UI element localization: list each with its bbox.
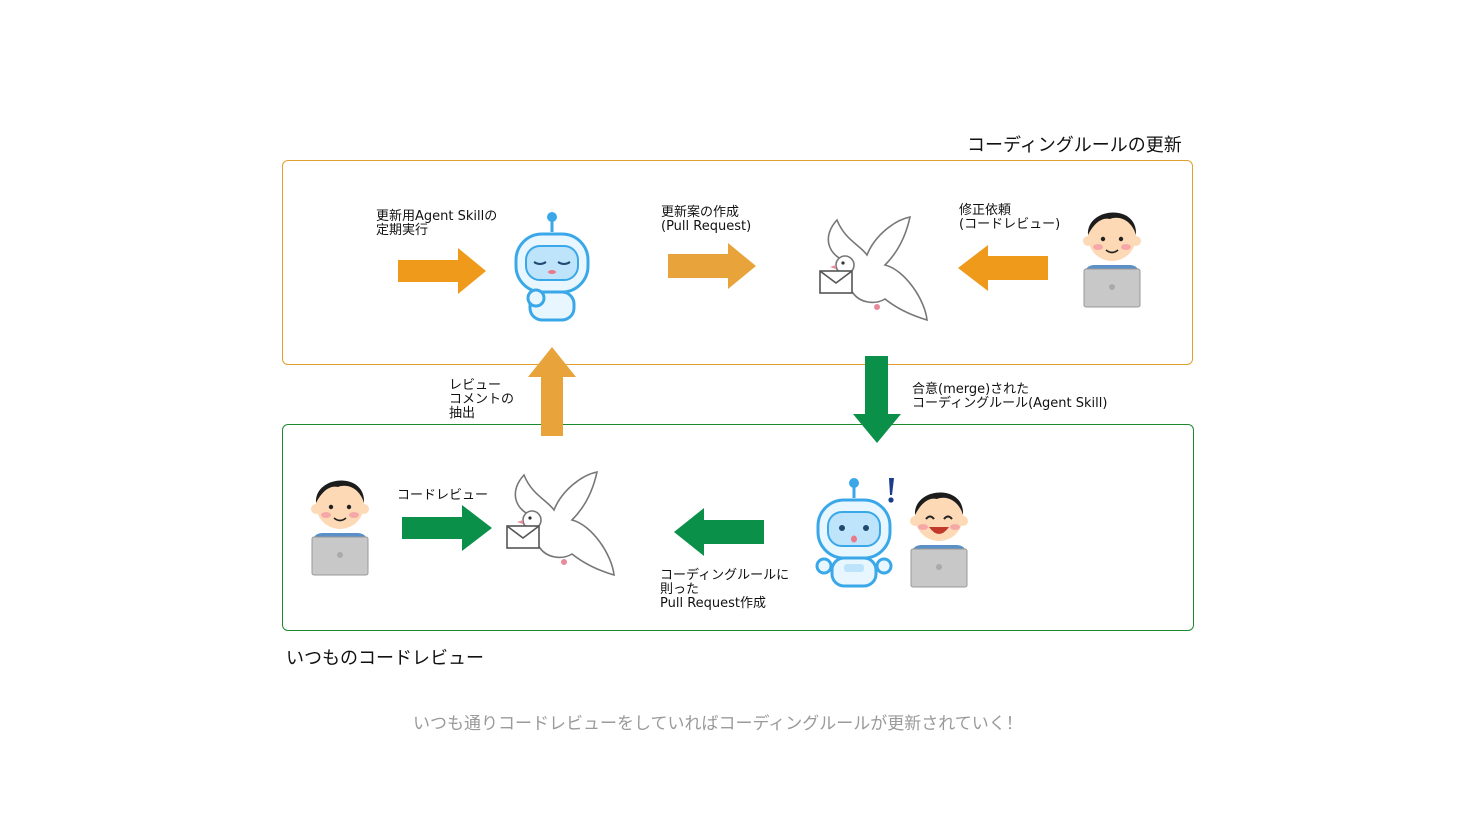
arrow-right-review [402,505,492,551]
code-review-label: コードレビュー [397,488,489,503]
dove-letter-icon-bottom [506,470,615,577]
extract-label: レビュー コメントの 抽出 [449,378,515,421]
person-laptop-icon [1083,212,1141,308]
pr-create-label: コーディングルールに 則った Pull Request作成 [660,568,790,611]
arrow-down-merge [853,356,901,443]
arrow-right-trigger [398,248,486,294]
arrow-left-request [958,245,1048,291]
pr-creation-label: 更新案の作成 (Pull Request) [661,205,752,234]
robot-sleeping-icon [514,212,590,322]
merged-rule-label: 合意(merge)された コーディングルール(Agent Skill) [912,382,1108,411]
person-laptop-icon-bottom [311,480,369,576]
footer-caption: いつも通りコードレビューをしていればコーディングルールが更新されていく！ [413,714,1023,734]
dove-letter-icon [819,215,928,322]
fix-request-label: 修正依頼 (コードレビュー) [959,203,1061,232]
robot-surprised-icon [815,478,893,588]
arrow-left-pr-create [674,508,764,556]
arrow-right-pr [668,243,756,289]
code-review-title: いつものコードレビュー [286,648,484,669]
person-laughing-laptop-icon [910,492,968,588]
rule-update-frame [282,160,1193,365]
arrow-up-extract [528,347,576,436]
trigger-label: 更新用Agent Skillの 定期実行 [376,209,498,238]
rule-update-title: コーディングルールの更新 [967,135,1182,156]
exclamation-icon [888,478,894,503]
code-review-frame [282,424,1194,631]
